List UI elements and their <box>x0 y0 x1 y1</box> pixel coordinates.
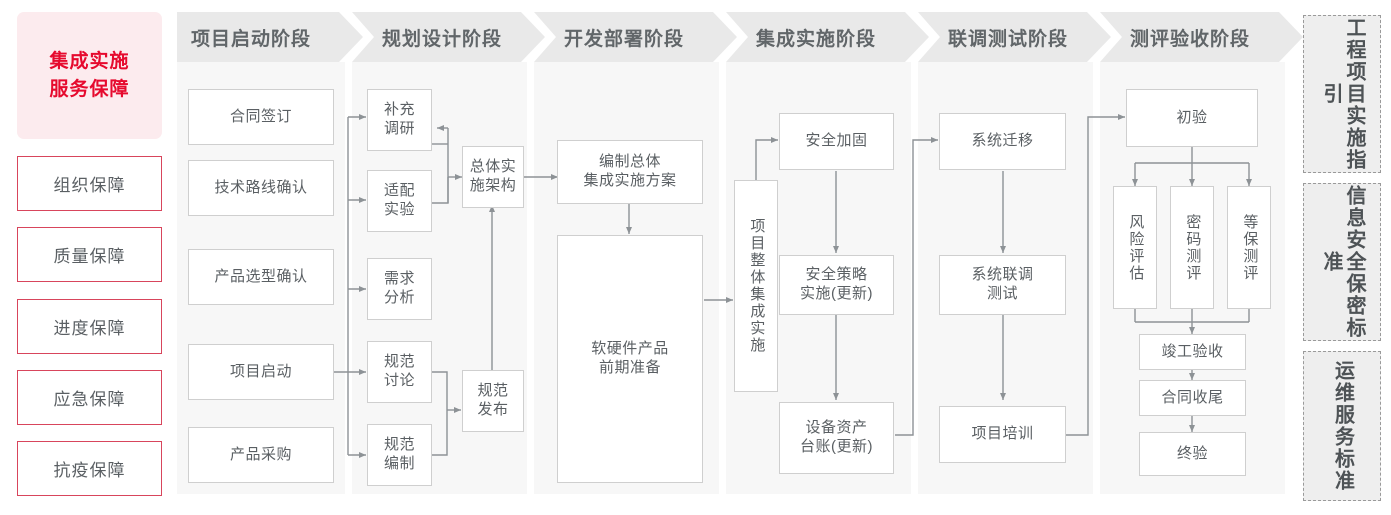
node-requirement-analysis[interactable]: 需求 分析 <box>367 258 432 320</box>
stage-header-4[interactable]: 集成实施阶段 <box>726 12 929 62</box>
node-preliminary-acceptance[interactable]: 初验 <box>1126 89 1258 147</box>
node-security-policy-implementation[interactable]: 安全策略 实施(更新) <box>779 255 894 315</box>
stage-header-2[interactable]: 规划设计阶段 <box>352 12 545 62</box>
node-supplementary-research[interactable]: 补充 调研 <box>367 89 432 151</box>
node-system-joint-debug-test[interactable]: 系统联调 测试 <box>939 255 1066 315</box>
node-project-kickoff[interactable]: 项目启动 <box>188 344 334 400</box>
stage-header-1[interactable]: 项目启动阶段 <box>177 12 363 62</box>
node-completion-acceptance[interactable]: 竣工验收 <box>1139 334 1246 370</box>
node-mlps-evaluation[interactable]: 等保测评 <box>1227 186 1271 309</box>
node-spec-discussion[interactable]: 规范 讨论 <box>367 341 432 403</box>
node-overall-project-integration[interactable]: 项目整体集成实施 <box>734 180 778 392</box>
node-adaptation-experiment[interactable]: 适配 实验 <box>367 170 432 232</box>
guarantee-item-3[interactable]: 应急保障 <box>17 370 162 425</box>
stage-header-6[interactable]: 测评验收阶段 <box>1100 12 1303 62</box>
node-compile-overall-integration-plan[interactable]: 编制总体 集成实施方案 <box>557 140 703 204</box>
title-card: 集成实施 服务保障 <box>17 12 162 139</box>
node-risk-assessment[interactable]: 风险评估 <box>1113 186 1157 309</box>
stage-header-5[interactable]: 联调测试阶段 <box>918 12 1111 62</box>
node-product-procurement[interactable]: 产品采购 <box>188 427 334 483</box>
standard-operations-service[interactable]: 运维服务标准 <box>1303 351 1381 501</box>
node-product-selection-confirm[interactable]: 产品选型确认 <box>188 249 334 305</box>
node-final-acceptance[interactable]: 终验 <box>1139 432 1246 476</box>
node-system-migration[interactable]: 系统迁移 <box>939 113 1066 170</box>
node-spec-release[interactable]: 规范 发布 <box>462 370 524 432</box>
stage-header-3[interactable]: 开发部署阶段 <box>534 12 737 62</box>
standard-engineering-guide[interactable]: 工程项目实施指引 <box>1303 15 1381 173</box>
node-project-training[interactable]: 项目培训 <box>939 406 1066 463</box>
node-overall-implementation-architecture[interactable]: 总体实 施架构 <box>462 146 524 208</box>
node-tech-route-confirm[interactable]: 技术路线确认 <box>188 160 334 216</box>
title-card-line1: 集成实施 <box>49 50 130 72</box>
guarantee-item-4[interactable]: 抗疫保障 <box>17 441 162 496</box>
node-contract-closeout[interactable]: 合同收尾 <box>1139 380 1246 416</box>
node-equipment-asset-ledger[interactable]: 设备资产 台账(更新) <box>779 402 894 474</box>
guarantee-item-2[interactable]: 进度保障 <box>17 299 162 354</box>
node-cryptography-evaluation[interactable]: 密码测评 <box>1170 186 1214 309</box>
node-spec-drafting[interactable]: 规范 编制 <box>367 424 432 486</box>
node-hw-sw-preparation[interactable]: 软硬件产品 前期准备 <box>557 235 703 483</box>
standard-infosec-confidentiality[interactable]: 信息安全保密标准 <box>1303 183 1381 341</box>
node-security-hardening[interactable]: 安全加固 <box>779 113 894 170</box>
title-card-line2: 服务保障 <box>49 78 130 100</box>
guarantee-item-0[interactable]: 组织保障 <box>17 156 162 211</box>
guarantee-item-1[interactable]: 质量保障 <box>17 227 162 282</box>
node-contract-signing[interactable]: 合同签订 <box>188 89 334 145</box>
